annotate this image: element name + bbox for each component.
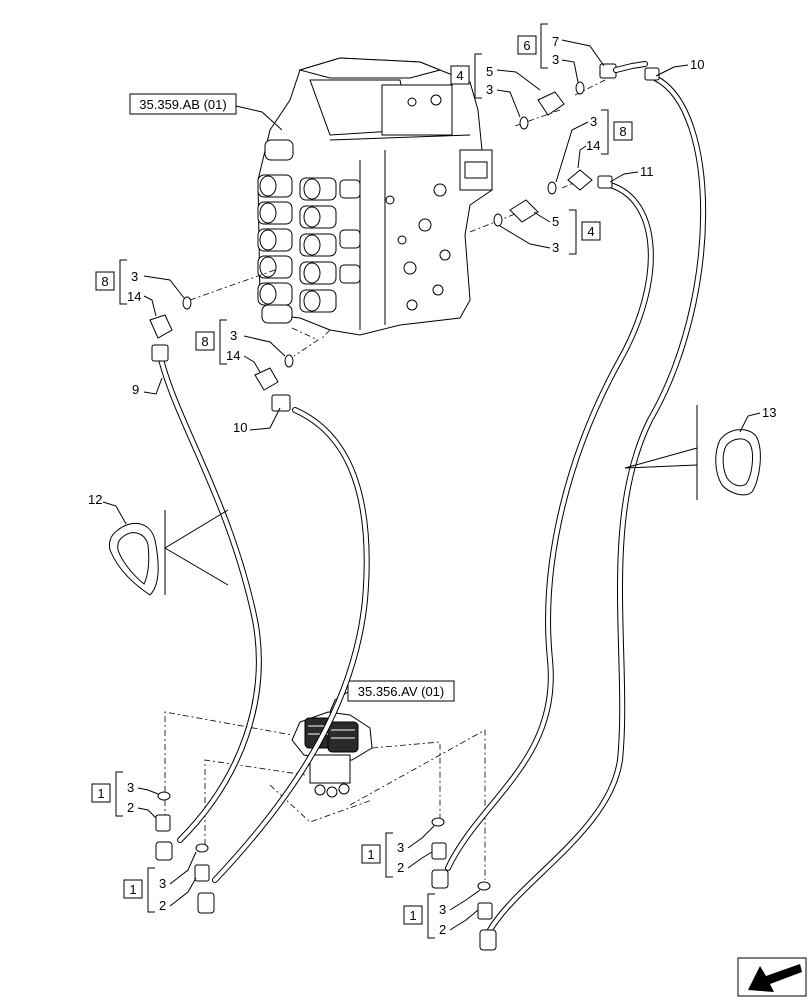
svg-text:2: 2	[397, 860, 404, 875]
item-9[interactable]: 9	[132, 377, 163, 397]
valve-reference[interactable]: 35.359.AB (01)	[129, 93, 283, 131]
svg-text:6: 6	[523, 38, 530, 53]
box-4-top[interactable]: 4 5 3	[450, 53, 541, 118]
svg-text:2: 2	[159, 898, 166, 913]
svg-text:12: 12	[88, 492, 102, 507]
svg-text:10: 10	[233, 420, 247, 435]
box-8-right[interactable]: 8 3 14	[555, 109, 633, 183]
svg-text:3: 3	[552, 240, 559, 255]
item-10-top[interactable]: 10	[655, 57, 704, 77]
item-11[interactable]: 11	[609, 164, 654, 183]
svg-text:3: 3	[439, 902, 446, 917]
svg-text:10: 10	[690, 57, 704, 72]
fittings	[149, 61, 660, 951]
view-direction-icon	[737, 957, 807, 997]
box-1-c[interactable]: 1 3 2	[361, 825, 435, 878]
svg-text:13: 13	[762, 405, 776, 420]
svg-text:8: 8	[101, 274, 108, 289]
svg-text:3: 3	[131, 269, 138, 284]
valve-reference-label: 35.359.AB (01)	[139, 97, 226, 112]
box-1-a[interactable]: 1 3 2	[91, 771, 159, 819]
svg-text:3: 3	[552, 52, 559, 67]
box-8-mid[interactable]: 8 3 14	[195, 319, 286, 373]
svg-text:9: 9	[132, 382, 139, 397]
svg-text:8: 8	[201, 334, 208, 349]
item-10-left[interactable]: 10	[233, 407, 281, 435]
svg-text:2: 2	[127, 800, 134, 815]
svg-text:2: 2	[439, 922, 446, 937]
svg-text:7: 7	[552, 34, 559, 49]
svg-text:5: 5	[552, 214, 559, 229]
joystick-reference-label: 35.356.AV (01)	[358, 684, 444, 699]
svg-text:4: 4	[587, 224, 594, 239]
svg-text:1: 1	[97, 786, 104, 801]
svg-text:14: 14	[127, 289, 141, 304]
svg-text:3: 3	[159, 876, 166, 891]
joystick-valve	[291, 711, 373, 798]
svg-text:14: 14	[226, 348, 240, 363]
hose-9	[157, 352, 262, 843]
item-13[interactable]: 13	[739, 405, 776, 433]
o-rings	[157, 81, 585, 891]
hose-guard-12	[109, 509, 229, 596]
svg-text:8: 8	[619, 124, 626, 139]
box-8-left[interactable]: 8 3 14	[95, 259, 185, 317]
svg-text:1: 1	[409, 908, 416, 923]
svg-text:5: 5	[486, 64, 493, 79]
control-valve	[257, 57, 493, 336]
svg-text:14: 14	[586, 138, 600, 153]
item-12[interactable]: 12	[88, 492, 127, 525]
hose-10-left	[212, 407, 370, 883]
box-4-right[interactable]: 4 5 3	[499, 209, 601, 255]
box-1-b[interactable]: 1 3 2	[123, 851, 197, 913]
svg-text:3: 3	[127, 780, 134, 795]
svg-text:3: 3	[590, 114, 597, 129]
hose-guard-13	[624, 405, 761, 500]
svg-text:1: 1	[129, 882, 136, 897]
svg-text:1: 1	[367, 847, 374, 862]
svg-text:3: 3	[486, 82, 493, 97]
box-6[interactable]: 6 7 3	[517, 23, 605, 83]
svg-text:4: 4	[456, 68, 463, 83]
hose-10-top	[487, 75, 707, 933]
svg-text:3: 3	[230, 328, 237, 343]
svg-text:11: 11	[640, 164, 654, 179]
hose-11	[445, 182, 654, 871]
joystick-reference[interactable]: 35.356.AV (01)	[329, 680, 455, 713]
box-1-d[interactable]: 1 3 2	[403, 889, 481, 939]
svg-text:3: 3	[397, 840, 404, 855]
